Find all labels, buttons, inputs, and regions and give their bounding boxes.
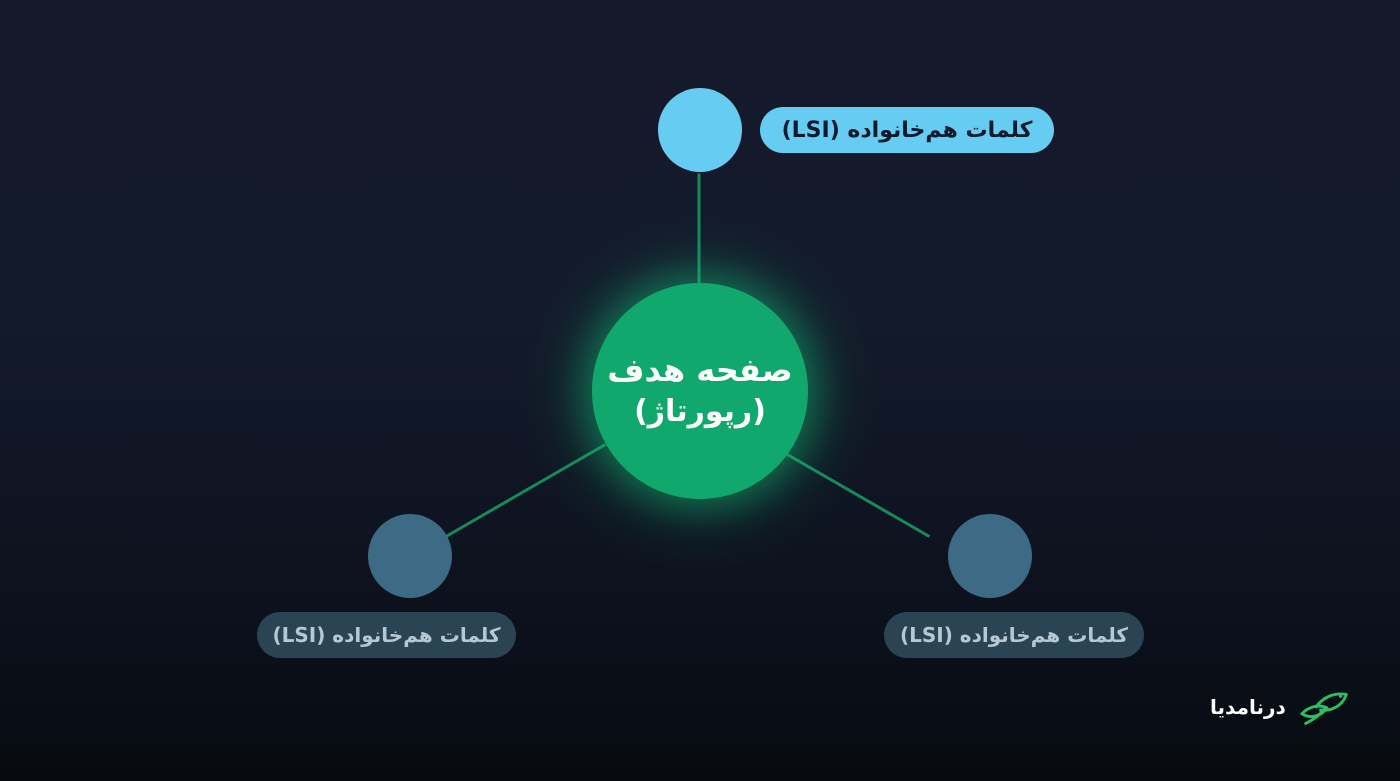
node-right-label: کلمات هم‌خانواده (LSI) <box>884 612 1144 658</box>
center-node: صفحه هدف (رپورتاژ) <box>592 283 808 499</box>
brand-name: درنامدیا <box>1210 695 1286 719</box>
leaf-bird-icon <box>1300 692 1348 725</box>
node-right-circle <box>948 514 1032 598</box>
node-left-label: کلمات هم‌خانواده (LSI) <box>257 612 516 658</box>
node-left-circle <box>368 514 452 598</box>
center-subtitle: (رپورتاژ) <box>634 394 766 429</box>
center-title: صفحه هدف <box>607 351 793 389</box>
node-top-label: کلمات هم‌خانواده (LSI) <box>760 107 1054 153</box>
node-top-circle <box>658 88 742 172</box>
brand-logo: درنامدیا <box>1210 682 1350 732</box>
